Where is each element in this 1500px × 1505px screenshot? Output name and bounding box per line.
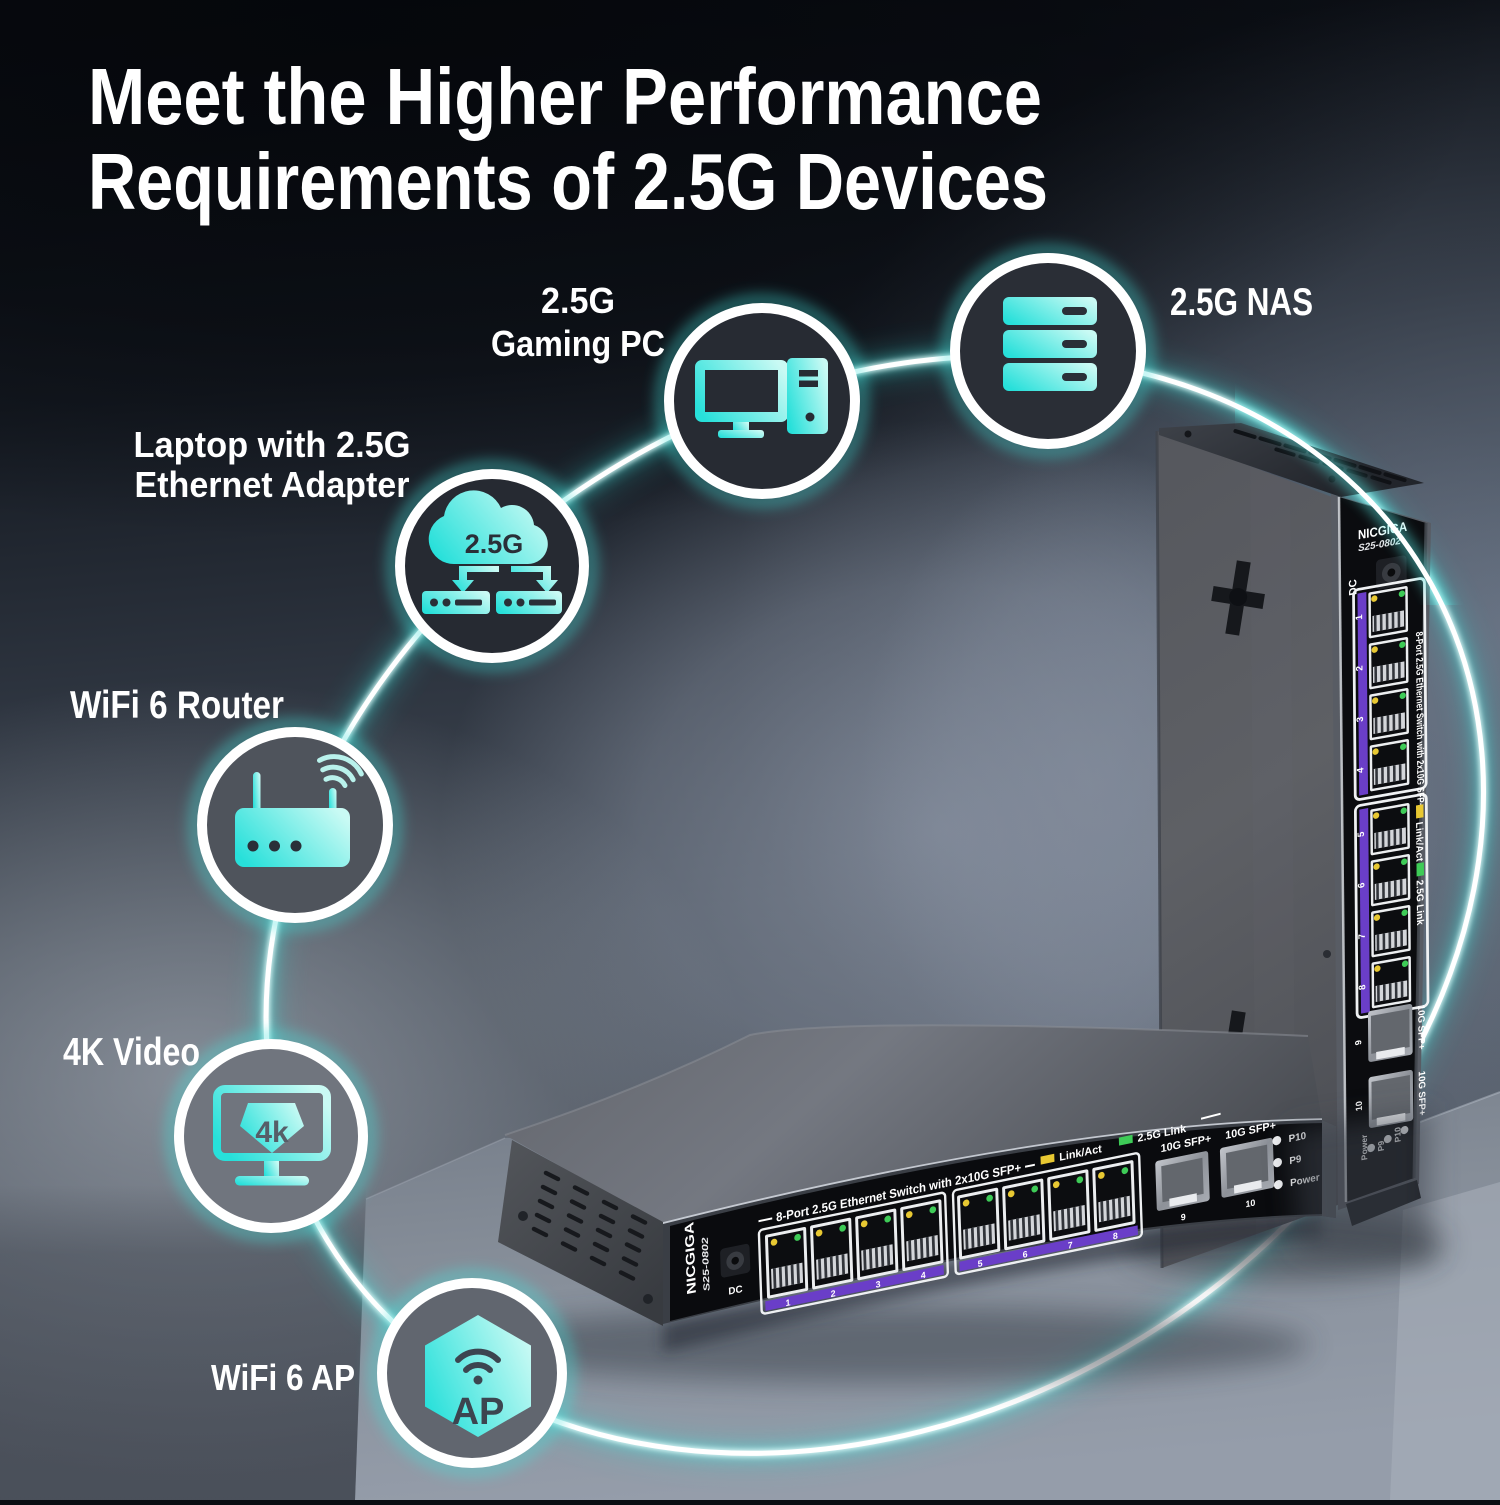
svg-text:4: 4	[921, 1270, 926, 1281]
svg-text:4k: 4k	[255, 1116, 289, 1149]
svg-text:S25-0802: S25-0802	[700, 1236, 712, 1292]
svg-text:6: 6	[1023, 1249, 1028, 1260]
svg-text:8: 8	[1357, 984, 1368, 991]
svg-text:4K Video: 4K Video	[63, 1031, 200, 1074]
svg-text:NICGIGA: NICGIGA	[682, 1220, 699, 1296]
svg-text:2.5G: 2.5G	[465, 529, 524, 559]
svg-text:6: 6	[1356, 882, 1367, 889]
svg-text:2.5G: 2.5G	[541, 280, 615, 321]
svg-text:Link/Act: Link/Act	[1413, 821, 1424, 863]
svg-text:2.5G NAS: 2.5G NAS	[1170, 281, 1313, 324]
svg-text:AP: AP	[452, 1391, 505, 1433]
svg-text:Requirements of 2.5G Devices: Requirements of 2.5G Devices	[88, 137, 1048, 226]
svg-text:10G SFP+: 10G SFP+	[1415, 1004, 1426, 1051]
svg-text:2: 2	[1355, 665, 1366, 672]
svg-text:8-Port 2.5G Ethernet Switch wi: 8-Port 2.5G Ethernet Switch with 2x10G S…	[1413, 631, 1425, 809]
svg-text:7: 7	[1068, 1240, 1073, 1251]
svg-text:1: 1	[1354, 613, 1365, 621]
svg-text:9: 9	[1181, 1212, 1186, 1223]
svg-text:9: 9	[1353, 1039, 1363, 1046]
svg-text:10: 10	[1245, 1197, 1255, 1209]
svg-text:Gaming PC: Gaming PC	[491, 323, 665, 364]
svg-text:1: 1	[785, 1297, 790, 1308]
svg-text:DC: DC	[728, 1284, 743, 1298]
svg-text:10: 10	[1354, 1100, 1364, 1112]
svg-text:WiFi 6 Router: WiFi 6 Router	[70, 684, 284, 727]
svg-text:4: 4	[1355, 766, 1366, 774]
svg-text:Meet the Higher Performance: Meet the Higher Performance	[88, 52, 1042, 141]
svg-text:Laptop with 2.5G: Laptop with 2.5G	[134, 424, 411, 465]
svg-text:WiFi 6 AP: WiFi 6 AP	[211, 1357, 355, 1398]
svg-text:2: 2	[830, 1288, 835, 1299]
svg-text:10G SFP+: 10G SFP+	[1416, 1070, 1427, 1117]
svg-text:2.5G Link: 2.5G Link	[1414, 879, 1425, 926]
svg-text:7: 7	[1357, 933, 1368, 940]
svg-text:3: 3	[1355, 716, 1366, 723]
svg-text:8: 8	[1113, 1231, 1118, 1242]
svg-text:DC: DC	[1347, 578, 1359, 596]
svg-text:5: 5	[1356, 830, 1367, 838]
svg-text:5: 5	[977, 1258, 982, 1269]
svg-text:3: 3	[876, 1279, 881, 1290]
svg-text:Ethernet Adapter: Ethernet Adapter	[135, 464, 410, 505]
